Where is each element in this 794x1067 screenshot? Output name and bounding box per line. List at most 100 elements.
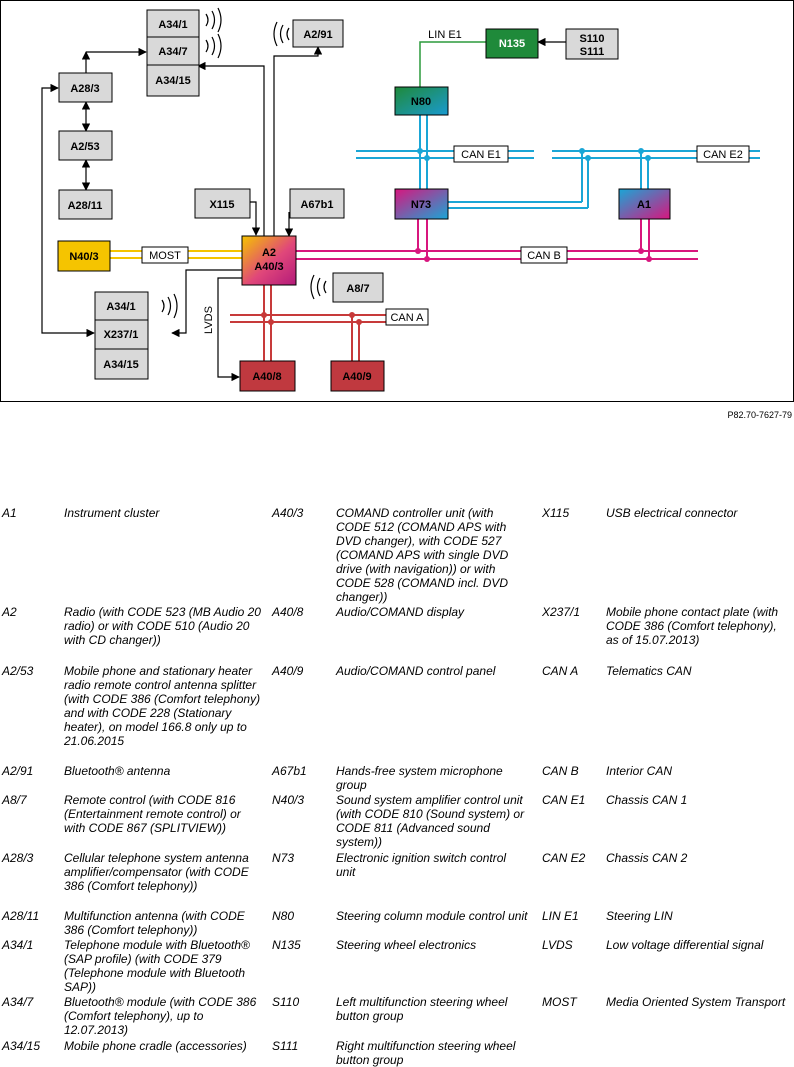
- legend-code: A34/7: [2, 995, 34, 1009]
- can-b-junctions: [415, 248, 652, 262]
- x237-1-label: X237/1: [104, 329, 139, 341]
- legend-code: A28/3: [2, 851, 34, 865]
- legend-code: A40/9: [272, 664, 304, 678]
- legend-description: Telephone module with Bluetooth® (SAP pr…: [64, 938, 250, 994]
- legend-code: N80: [272, 909, 295, 923]
- network-diagram: A34/1 A34/7 A34/15 A2/91 N135 S110 S111 …: [0, 0, 794, 402]
- a28-3-label: A28/3: [70, 83, 99, 95]
- legend-description: Mobile phone contact plate (with CODE 38…: [606, 605, 779, 647]
- legend-description: Interior CAN: [606, 764, 673, 778]
- a40-8-box: [239, 360, 296, 392]
- s110-label: S110: [579, 33, 604, 45]
- n40-3-label: N40/3: [69, 251, 98, 263]
- a28-11-label: A28/11: [68, 200, 103, 212]
- legend-description: Radio (with CODE 523 (MB Audio 20 radio)…: [64, 605, 261, 647]
- a2-label: A2: [262, 247, 276, 259]
- a34-1-top-label: A34/1: [158, 19, 187, 31]
- n80-label: N80: [411, 96, 431, 108]
- a34-7-label: A34/7: [158, 46, 187, 58]
- legend-description: Left multifunction steering wheel button…: [336, 995, 508, 1023]
- lvds-label: LVDS: [203, 306, 215, 334]
- legend-code: A34/15: [2, 1039, 41, 1053]
- can-b-bus: [296, 219, 698, 260]
- can-e2-label: CAN E2: [703, 149, 743, 161]
- legend-description: Electronic ignition switch control unit: [336, 851, 507, 879]
- s111-label: S111: [580, 46, 604, 58]
- legend-description: Mobile phone and stationary heater radio…: [64, 664, 261, 748]
- a1-box: [618, 188, 671, 220]
- legend-code: CAN A: [542, 664, 579, 678]
- legend-code: S111: [272, 1039, 299, 1053]
- legend-description: Bluetooth® module (with CODE 386 (Comfor…: [64, 995, 257, 1037]
- legend-code: LIN E1: [542, 909, 579, 923]
- legend-description: USB electrical connector: [606, 506, 738, 520]
- legend-description: Audio/COMAND display: [336, 605, 465, 619]
- legend-description: Remote control (with CODE 816 (Entertain…: [64, 793, 241, 835]
- n73-label: N73: [411, 199, 431, 211]
- legend-description: Steering column module control unit: [336, 909, 528, 923]
- figure-reference: P82.70-7627-79: [727, 410, 792, 420]
- n135-box: [485, 28, 539, 59]
- legend-description: Instrument cluster: [64, 506, 160, 520]
- lin-e1-label: LIN E1: [428, 29, 462, 41]
- x115-label: X115: [209, 199, 234, 211]
- legend-description: Steering LIN: [606, 909, 673, 923]
- a2-a40-3-box: [241, 235, 297, 286]
- legend-code: A1: [2, 506, 17, 520]
- legend-description: Chassis CAN 1: [606, 793, 688, 807]
- legend-description: Hands-free system microphone group: [336, 764, 503, 792]
- gray-boxes: [58, 9, 619, 380]
- legend-code: N73: [272, 851, 295, 865]
- legend-code: X237/1: [542, 605, 581, 619]
- legend-description: Right multifunction steering wheel butto…: [336, 1039, 516, 1067]
- a67b1-label: A67b1: [300, 199, 333, 211]
- legend-code: N135: [272, 938, 301, 952]
- legend-code: MOST: [542, 995, 577, 1009]
- legend-code: A2/53: [2, 664, 34, 678]
- legend-code: A67b1: [272, 764, 307, 778]
- legend-description: Low voltage differential signal: [606, 938, 764, 952]
- a34-1-bottom-label: A34/1: [106, 301, 135, 313]
- legend-code: A28/11: [2, 909, 40, 923]
- legend-code: A40/3: [272, 506, 304, 520]
- a40-9-label: A40/9: [342, 371, 371, 383]
- wireless-icon: [161, 7, 327, 319]
- legend-description: COMAND controller unit (with CODE 512 (C…: [336, 506, 509, 604]
- legend-code: N40/3: [272, 793, 305, 807]
- a1-label: A1: [637, 199, 651, 211]
- legend-code: X115: [542, 506, 570, 520]
- a40-3-label: A40/3: [254, 261, 283, 273]
- legend-code: A34/1: [2, 938, 34, 952]
- legend-code: A2: [2, 605, 17, 619]
- legend-code: A8/7: [2, 793, 27, 807]
- can-a-junctions: [261, 312, 362, 325]
- legend-code: LVDS: [542, 938, 573, 952]
- legend-code: CAN E2: [542, 851, 586, 865]
- n73-box: [394, 188, 449, 220]
- a34-15-top-label: A34/15: [155, 75, 190, 87]
- legend-description: Bluetooth® antenna: [64, 764, 171, 778]
- a2-91-label: A2/91: [303, 29, 332, 41]
- legend-description: Cellular telephone system antenna amplif…: [64, 851, 249, 893]
- legend-code: S110: [272, 995, 300, 1009]
- legend-description: Media Oriented System Transport: [606, 995, 786, 1009]
- legend-code: A40/8: [272, 605, 304, 619]
- legend-code: CAN E1: [542, 793, 586, 807]
- can-a-label: CAN A: [390, 312, 424, 324]
- can-e-junctions: [417, 148, 651, 161]
- can-e1-label: CAN E1: [461, 149, 501, 161]
- legend-code: A2/91: [2, 764, 34, 778]
- legend-description: Audio/COMAND control panel: [336, 664, 496, 678]
- legend-description: Sound system amplifier control unit (wit…: [336, 793, 525, 849]
- a8-7-label: A8/7: [346, 283, 369, 295]
- signal-arrows: [41, 37, 566, 382]
- a40-9-box: [330, 360, 385, 392]
- legend-description: Steering wheel electronics: [336, 938, 477, 952]
- legend-description: Multifunction antenna (with CODE 386 (Co…: [64, 909, 245, 937]
- can-b-label: CAN B: [527, 250, 561, 262]
- a40-8-label: A40/8: [252, 371, 281, 383]
- a2-53-label: A2/53: [70, 141, 99, 153]
- legend-description: Mobile phone cradle (accessories): [64, 1039, 247, 1053]
- n80-box: [394, 86, 449, 116]
- n40-3-box: [57, 240, 111, 272]
